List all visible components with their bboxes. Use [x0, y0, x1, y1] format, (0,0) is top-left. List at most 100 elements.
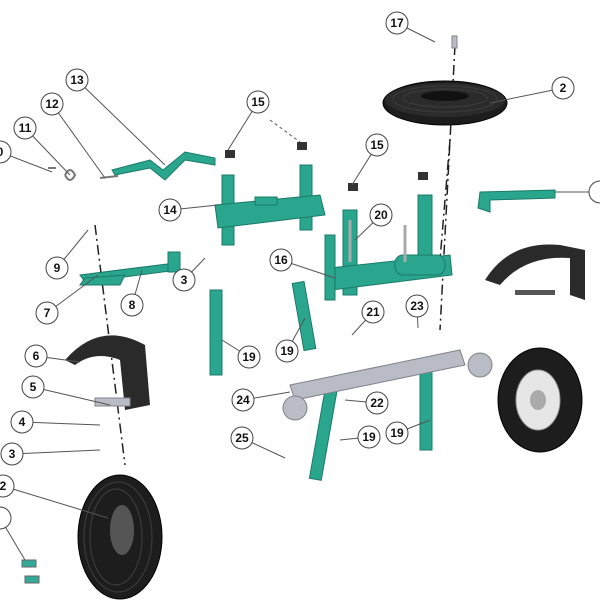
callout-number: 0 — [0, 145, 4, 159]
callout-2: 2 — [489, 76, 575, 104]
callout-number: 3 — [9, 447, 16, 461]
callout-number: 22 — [370, 396, 384, 410]
callout-bubble — [588, 180, 600, 204]
callout-2: 2 — [0, 474, 109, 519]
callout-bubble — [237, 345, 261, 369]
callout-number: 19 — [242, 350, 256, 364]
callout-number: 15 — [370, 138, 384, 152]
callout-bubble — [361, 300, 385, 324]
callout-24: 24 — [231, 388, 291, 412]
callout-number: 6 — [33, 349, 40, 363]
tongue-plate — [167, 251, 181, 273]
axle — [289, 349, 466, 401]
callout-number: 17 — [390, 16, 404, 30]
callout-3: 3 — [172, 257, 206, 292]
callout-17: 17 — [385, 11, 436, 43]
front-stand — [214, 164, 326, 246]
callout-number: 12 — [45, 97, 59, 111]
callout-cut — [0, 506, 26, 561]
callout-12: 12 — [40, 92, 106, 179]
leader-line — [21, 421, 101, 426]
callout-0: 0 — [0, 140, 53, 173]
clip-15 — [225, 150, 235, 158]
callout-bubble — [551, 76, 575, 100]
bolt-17 — [451, 35, 458, 49]
callout-bubble — [24, 344, 48, 368]
callout-15: 15 — [351, 133, 389, 186]
leader-line — [11, 449, 101, 455]
callout-19: 19 — [221, 339, 261, 369]
callout-number: 5 — [30, 380, 37, 394]
hub — [282, 395, 308, 421]
callout-11: 11 — [13, 116, 71, 176]
callout-bubble — [0, 140, 12, 164]
callout-8: 8 — [120, 269, 144, 317]
leader-line — [76, 79, 166, 166]
callout-bubble — [120, 293, 144, 317]
leg — [308, 384, 339, 481]
callout-number: 9 — [54, 261, 61, 275]
callout-number: 2 — [560, 81, 567, 95]
callout-bubble — [35, 301, 59, 325]
callout-bubble — [0, 442, 24, 466]
fender-bracket — [94, 397, 131, 407]
wheel-left — [77, 474, 163, 600]
callout-bubble — [172, 268, 196, 292]
clip-15 — [297, 142, 307, 150]
callout-16: 16 — [269, 248, 336, 279]
callout-bubble — [10, 410, 34, 434]
callout-6: 6 — [24, 344, 81, 368]
callout-bubble — [231, 388, 255, 412]
leg — [291, 280, 317, 352]
leader-line — [489, 87, 564, 104]
callout-bubble — [405, 294, 429, 318]
callout-20: 20 — [354, 203, 393, 241]
callout-number: 3 — [181, 273, 188, 287]
hub — [467, 352, 493, 378]
callout-bubble — [0, 474, 15, 498]
callout-3: 3 — [0, 442, 101, 466]
callout-bubble — [13, 116, 37, 140]
callout-number: 13 — [70, 73, 84, 87]
callout-bubble — [385, 11, 409, 35]
callout-bubble — [275, 339, 299, 363]
centerline — [439, 139, 451, 261]
spare-tire — [382, 80, 508, 126]
callout-bubble — [246, 90, 270, 114]
callout-19: 19 — [385, 419, 431, 445]
callout-25: 25 — [230, 426, 286, 459]
callout-number: 24 — [236, 393, 250, 407]
callout-15: 15 — [227, 90, 270, 151]
callout-bubble — [21, 375, 45, 399]
callout-number: 2 — [0, 479, 7, 493]
fender-right — [485, 244, 585, 300]
callout-number: 14 — [163, 203, 177, 217]
callout-number: 15 — [251, 95, 265, 109]
small-hardware — [48, 167, 119, 181]
callout-bubble — [230, 426, 254, 450]
wheel-right — [497, 347, 583, 453]
callout-19: 19 — [339, 425, 381, 449]
callout-number: 19 — [362, 430, 376, 444]
callout-7: 7 — [35, 274, 99, 325]
leg — [419, 369, 433, 451]
callout-number: 19 — [280, 344, 294, 358]
leader-line — [32, 386, 111, 406]
callout-bubble — [365, 133, 389, 157]
callout-number: 16 — [274, 253, 288, 267]
callout-number: 19 — [390, 426, 404, 440]
callout-21: 21 — [351, 300, 385, 336]
callout-bubble — [369, 203, 393, 227]
callout-bubble — [365, 391, 389, 415]
callout-number: 7 — [44, 306, 51, 320]
callout-number: 21 — [366, 305, 380, 319]
handle — [111, 151, 216, 181]
callout-bubble — [0, 506, 12, 530]
callout-cut — [555, 180, 600, 204]
callout-13: 13 — [65, 68, 166, 166]
callout-bubble — [65, 68, 89, 92]
callout-19: 19 — [275, 317, 306, 363]
callout-23: 23 — [405, 294, 429, 329]
callout-bubble — [40, 92, 64, 116]
leader-line — [2, 485, 109, 519]
